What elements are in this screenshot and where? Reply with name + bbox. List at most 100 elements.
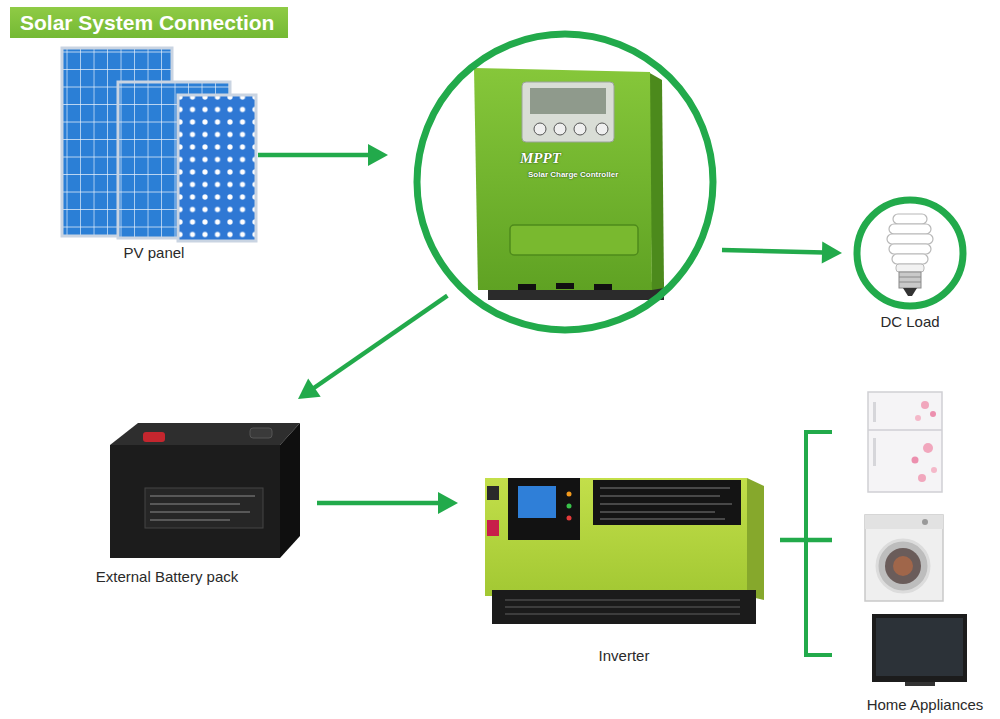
power-connector: [317, 501, 440, 506]
charge-controller: [474, 68, 652, 290]
fridge: [873, 438, 876, 466]
device-caption: Solar Charge Controller: [528, 170, 618, 179]
inverter: [518, 486, 556, 518]
pv-panel-group: PV panel: [50, 44, 258, 264]
inverter: [492, 590, 756, 624]
television: [872, 614, 967, 682]
inverter: [487, 486, 499, 500]
battery: [280, 423, 300, 558]
inverter: [567, 492, 572, 497]
cfl-bulb: [896, 264, 924, 272]
battery: [143, 432, 165, 442]
inverter: [487, 520, 499, 536]
circle-outline: [417, 34, 713, 330]
power-connector: [258, 144, 388, 166]
fridge: [868, 429, 942, 431]
fridge: [931, 467, 937, 473]
inverter: [485, 478, 747, 596]
cfl-bulb: [887, 214, 933, 296]
fridge: [930, 411, 936, 417]
fridge: [912, 457, 919, 464]
washing-machine: [865, 515, 943, 601]
battery: [150, 496, 255, 520]
appliance-bracket: [804, 432, 832, 655]
charge-controller: [522, 82, 614, 142]
battery: [250, 428, 272, 438]
charge-controller: [556, 283, 574, 289]
charge-controller: [534, 123, 546, 135]
charge-controller: [510, 225, 638, 255]
inverter-group: Inverter: [478, 462, 768, 668]
television: [872, 614, 967, 686]
arrow-head: [822, 242, 842, 264]
inverter: [508, 478, 580, 540]
battery: [110, 423, 300, 445]
fridge: [921, 401, 929, 409]
cfl-bulb: [889, 244, 931, 254]
washing-machine: [922, 519, 928, 525]
fridge: [923, 443, 933, 453]
washing-machine: [877, 540, 929, 592]
inverter: [747, 478, 764, 600]
cfl-bulb: [889, 224, 931, 234]
cfl-bulb: [887, 234, 933, 244]
battery: [110, 445, 280, 558]
inverter: [505, 600, 740, 614]
television: [876, 618, 963, 676]
charge-controller: [518, 284, 536, 290]
pv-panels: [178, 95, 256, 241]
fridge: [873, 402, 876, 422]
charge-controller: [554, 123, 566, 135]
component-label: DC Load: [880, 313, 939, 330]
controller-circle: MPPT Solar Charge Controller: [413, 30, 717, 334]
appliances-group: Home Appliances: [852, 385, 994, 715]
washing-machine: [865, 515, 943, 529]
title-bar: Solar System Connection: [10, 7, 288, 38]
washing-machine: [885, 548, 921, 584]
pv-panels: [62, 48, 256, 241]
charge-controller: [574, 123, 586, 135]
cfl-bulb: [892, 254, 928, 264]
cfl-bulb: [893, 214, 927, 224]
component-label: PV panel: [124, 244, 185, 261]
component-label: Home Appliances: [867, 696, 984, 713]
dc-load-group: DC Load: [848, 192, 972, 338]
arrow-head: [368, 144, 388, 166]
power-connector: [258, 153, 370, 158]
washing-machine: [865, 515, 943, 601]
cfl-bulb: [899, 277, 921, 282]
circle-outline: [413, 30, 717, 334]
charge-controller: [596, 123, 608, 135]
power-connector: [722, 242, 842, 264]
power-connector: [722, 250, 824, 253]
battery-group: External Battery pack: [70, 405, 305, 588]
fridge: [915, 415, 921, 421]
arrow-head: [438, 492, 458, 514]
component-label: Inverter: [599, 647, 650, 664]
component-label: External Battery pack: [96, 568, 239, 585]
power-connector: [780, 540, 832, 541]
charge-controller: [594, 284, 612, 290]
fridge: [868, 392, 942, 492]
arrow-head: [298, 379, 321, 399]
inverter: [600, 488, 732, 519]
inverter: [593, 480, 741, 525]
inverter: [485, 478, 764, 624]
power-connector: [298, 296, 447, 399]
fridge: [918, 474, 926, 482]
television: [905, 682, 935, 686]
charge-controller: [474, 68, 664, 300]
power-connector: [313, 296, 448, 389]
brand-mark: MPPT: [520, 150, 561, 167]
cfl-bulb: [903, 288, 917, 296]
battery: [110, 423, 300, 558]
fridge: [868, 392, 942, 492]
inverter: [567, 504, 572, 509]
power-connector: [317, 492, 458, 514]
inverter: [567, 516, 572, 521]
power-connector: [780, 538, 832, 543]
appliance-bracket: [804, 432, 832, 655]
